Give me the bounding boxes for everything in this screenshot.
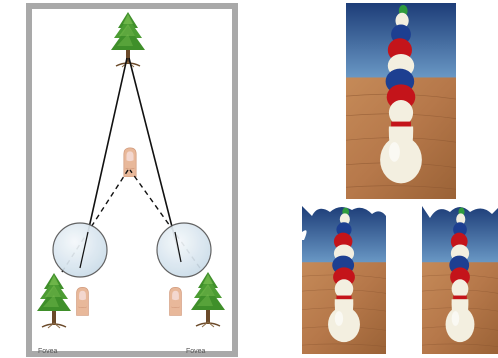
- right-retina-finger-icon: [170, 287, 182, 315]
- fovea-label-right: Fovea: [186, 348, 205, 355]
- right-eye-icon: [157, 223, 211, 277]
- left-retina-finger-icon: [77, 287, 89, 315]
- double-image-left: [302, 206, 386, 354]
- fovea-label-left: Fovea: [38, 348, 57, 355]
- bowling-photo-single: [346, 3, 456, 199]
- left-eye-icon: [53, 223, 107, 277]
- double-image-right: [422, 206, 498, 354]
- bowling-pins-icon: [346, 3, 456, 199]
